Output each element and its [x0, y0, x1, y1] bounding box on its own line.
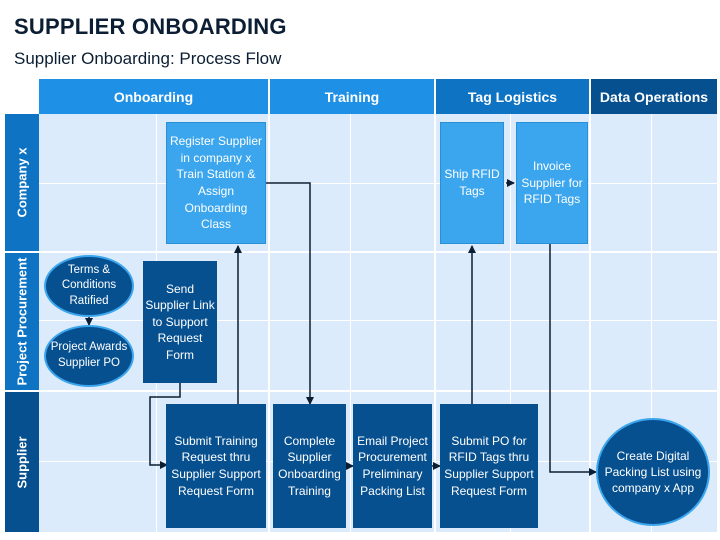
arrow-sendlink-to-submittraining: [149, 383, 181, 469]
column-header-label: Training: [324, 88, 380, 105]
step-ship-rfid-tags: Ship RFID Tags: [440, 122, 504, 244]
grid-line-h1: [39, 251, 717, 253]
column-header-training: Training: [270, 79, 434, 114]
step-complete-onboarding-training: Complete Supplier Onboarding Training: [273, 404, 346, 528]
column-header-onboarding: Onboarding: [39, 79, 268, 114]
row-header-project-procurement: Project Procurement: [5, 253, 39, 390]
page-title: SUPPLIER ONBOARDING: [14, 14, 287, 39]
column-header-label: Tag Logistics: [467, 88, 558, 105]
step-invoice-supplier: Invoice Supplier for RFID Tags: [516, 122, 588, 244]
arrow-register-to-completetraining: [266, 182, 314, 405]
step-terms-ratified: Terms & Conditions Ratified: [44, 255, 134, 317]
arrow-invoice-to-digitallist: [549, 244, 597, 476]
step-send-supplier-link: Send Supplier Link to Support Request Fo…: [143, 261, 217, 383]
page-subtitle: Supplier Onboarding: Process Flow: [14, 49, 282, 68]
step-project-awards-po: Project Awards Supplier PO: [44, 325, 134, 387]
grid-line-v-inner2: [350, 114, 351, 532]
grid-line-v-inner3: [510, 114, 511, 532]
grid-line-h-inner2: [39, 320, 717, 321]
step-submit-training-request: Submit Training Request thru Supplier Su…: [166, 404, 266, 528]
step-email-packing-list: Email Project Procurement Preliminary Pa…: [353, 404, 432, 528]
grid-line-v3: [589, 114, 591, 532]
column-header-data-operations: Data Operations: [591, 79, 717, 114]
grid-line-v-inner4: [651, 114, 652, 532]
row-header-company-x: Company x: [5, 114, 39, 251]
step-submit-po-rfid: Submit PO for RFID Tags thru Supplier Su…: [440, 404, 538, 528]
column-header-tag-logistics: Tag Logistics: [436, 79, 589, 114]
column-header-label: Onboarding: [113, 88, 194, 105]
step-create-digital-packing-list: Create Digital Packing List using compan…: [596, 418, 710, 526]
grid-line-v1: [268, 114, 270, 532]
grid-line-h-inner1: [39, 183, 717, 184]
grid-line-h2: [39, 390, 717, 392]
column-header-label: Data Operations: [599, 88, 709, 105]
row-header-supplier: Supplier: [5, 392, 39, 532]
step-register-supplier: Register Supplier in company x Train Sta…: [166, 122, 266, 244]
grid-line-v2: [434, 114, 436, 532]
